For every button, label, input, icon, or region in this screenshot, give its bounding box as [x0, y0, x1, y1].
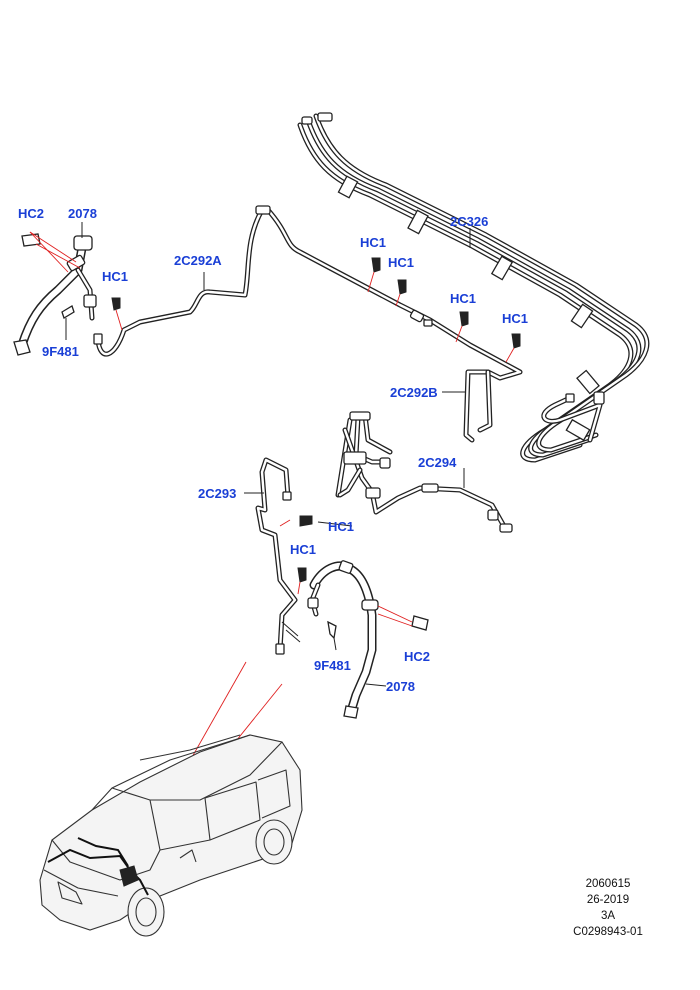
callout-hc1-mid-d: HC1 [502, 311, 528, 326]
callout-2c294: 2C294 [418, 455, 457, 470]
reference-line-3: 3A [600, 910, 616, 922]
callout-hc1-mid-a: HC1 [360, 235, 386, 250]
front-hose-lower-2078 [307, 560, 379, 719]
callout-2c292b: 2C292B [390, 385, 438, 400]
vehicle-illustration [39, 734, 303, 937]
clips [21, 233, 521, 640]
callout-hc1-left: HC1 [102, 269, 128, 284]
callout-2c326: 2C326 [450, 214, 488, 229]
front-hose-upper-2078 [13, 235, 97, 356]
callout-9f481-low: 9F481 [314, 658, 351, 673]
callout-2c292a: 2C292A [174, 253, 222, 268]
callout-labels: HC2 2078 HC1 9F481 2C292A HC1 HC1 HC1 HC… [18, 206, 528, 694]
diagram-reference-block: 2060615 26-2019 3A C0298943-01 [560, 876, 656, 940]
callout-hc1-low-b: HC1 [290, 542, 316, 557]
reference-line-1: 2060615 [585, 878, 631, 890]
callout-2078-top: 2078 [68, 206, 97, 221]
callout-2078-low: 2078 [386, 679, 415, 694]
callout-hc1-low-a: HC1 [328, 519, 354, 534]
pipe-2c293 [255, 457, 301, 655]
pipe-2c292 [93, 205, 523, 443]
callout-hc2-low: HC2 [404, 649, 430, 664]
pipe-bundle-2c326 [297, 112, 650, 463]
callout-9f481-left: 9F481 [42, 344, 79, 359]
callout-hc2-top: HC2 [18, 206, 44, 221]
callout-hc1-mid-b: HC1 [388, 255, 414, 270]
pipe-group-2c294 [335, 411, 513, 533]
callout-hc1-mid-c: HC1 [450, 291, 476, 306]
callout-2c293: 2C293 [198, 486, 236, 501]
black-leader-lines [65, 222, 471, 687]
reference-line-2: 26-2019 [586, 894, 630, 906]
reference-line-4: C0298943-01 [573, 926, 643, 938]
